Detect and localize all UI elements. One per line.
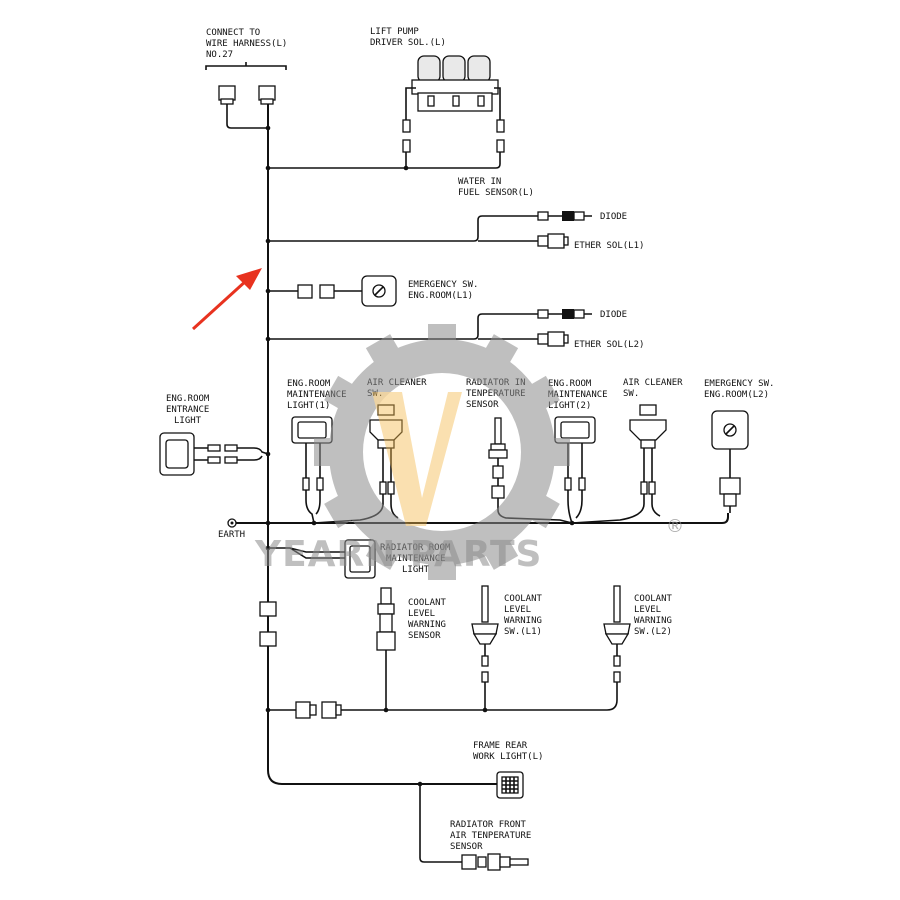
label-radroom-line3: LIGHT xyxy=(402,565,430,575)
label-emergency-1-line1: EMERGENCY SW. xyxy=(408,280,478,290)
label-frame-line2: WORK LIGHT(L) xyxy=(473,752,543,762)
label-ether-1: ETHER SOL(L1) xyxy=(574,241,644,251)
label-water-in-line1: WATER IN xyxy=(458,177,501,187)
coolant-level-switch-l2 xyxy=(603,585,631,645)
main-trunk-wire xyxy=(267,100,500,785)
watermark-gear-logo xyxy=(314,324,570,580)
label-radtemp-line3: SENSOR xyxy=(466,400,499,410)
annotation-arrow xyxy=(191,268,262,331)
label-cool-1-line4: SW.(L1) xyxy=(504,627,542,637)
label-coolant-line1: COOLANT xyxy=(408,598,447,608)
label-maint-2-line2: MAINTENANCE xyxy=(548,390,608,400)
watermark-accent-v xyxy=(372,392,462,526)
emergency-switch-l1 xyxy=(361,275,397,307)
annotation-arrow-shaft xyxy=(191,278,249,331)
air-cleaner-switch-2 xyxy=(629,404,667,449)
label-cool-1-line2: LEVEL xyxy=(504,605,531,615)
air-cleaner-switch-1 xyxy=(369,404,403,449)
label-maint-2-line3: LIGHT(2) xyxy=(548,401,591,411)
label-coolant-line4: SENSOR xyxy=(408,631,441,641)
label-cool-1-line3: WARNING xyxy=(504,616,542,626)
label-earth: EARTH xyxy=(218,530,245,540)
label-ether-2: ETHER SOL(L2) xyxy=(574,340,644,350)
label-cool-2-line3: WARNING xyxy=(634,616,672,626)
branch-connector-b xyxy=(321,701,337,719)
label-connect-line1: CONNECT TO xyxy=(206,28,260,38)
trunk-connector-lower xyxy=(259,631,277,647)
label-cool-2-line1: COOLANT xyxy=(634,594,673,604)
maintenance-light-2 xyxy=(554,416,596,444)
label-coolant-line3: WARNING xyxy=(408,620,446,630)
coolant-level-switch-l1 xyxy=(471,585,499,645)
label-lift-pump-line1: LIFT PUMP xyxy=(370,27,419,37)
label-cool-1-line1: COOLANT xyxy=(504,594,543,604)
ether-solenoid-l2 xyxy=(537,331,569,347)
lift-pump-driver-solenoid xyxy=(411,55,499,112)
label-air-2-line1: AIR CLEANER xyxy=(623,378,683,388)
annotation-arrow-head xyxy=(236,268,262,290)
watermark-registered: ® xyxy=(666,516,684,537)
label-connect-line3: NO.27 xyxy=(206,50,233,60)
label-cool-2-line4: SW.(L2) xyxy=(634,627,672,637)
label-cool-2-line2: LEVEL xyxy=(634,605,661,615)
label-maint-1-line2: MAINTENANCE xyxy=(287,390,347,400)
label-diode-1: DIODE xyxy=(600,212,627,222)
harness-connector-right xyxy=(258,85,276,105)
label-radfront-line1: RADIATOR FRONT xyxy=(450,820,526,830)
label-air-2-line2: SW. xyxy=(623,389,639,399)
label-entrance-line2: ENTRANCE xyxy=(166,405,209,415)
radiator-room-light xyxy=(344,539,376,579)
ether-solenoid-l1 xyxy=(537,233,569,249)
trunk-connector-upper xyxy=(259,601,277,617)
label-emergency-2-line2: ENG.ROOM(L2) xyxy=(704,390,769,400)
radiator-front-air-temperature-sensor xyxy=(461,853,529,871)
label-lift-pump-line2: DRIVER SOL.(L) xyxy=(370,38,446,48)
label-emergency-1-line2: ENG.ROOM(L1) xyxy=(408,291,473,301)
emergency-switch-l2 xyxy=(711,410,749,450)
watermark-gear-ring xyxy=(329,339,555,565)
harness-connector-left xyxy=(218,85,236,105)
diode-2 xyxy=(537,309,592,319)
label-maint-1-line3: LIGHT(1) xyxy=(287,401,330,411)
label-emergency-2-line1: EMERGENCY SW. xyxy=(704,379,774,389)
connector-bracket xyxy=(205,62,287,70)
label-radfront-line3: SENSOR xyxy=(450,842,483,852)
diode-1 xyxy=(537,211,592,221)
coolant-level-sensor xyxy=(376,587,396,651)
maintenance-light-1 xyxy=(291,416,333,444)
label-diode-2: DIODE xyxy=(600,310,627,320)
label-connect-line2: WIRE HARNESS(L) xyxy=(206,39,287,49)
emergency-l1-plug-b xyxy=(319,284,335,299)
label-coolant-line2: LEVEL xyxy=(408,609,435,619)
earth-bus-wire xyxy=(232,513,729,524)
label-water-in-line2: FUEL SENSOR(L) xyxy=(458,188,534,198)
label-entrance-line3: LIGHT xyxy=(174,416,202,426)
label-frame-line1: FRAME REAR xyxy=(473,741,528,751)
radiator-in-temperature-sensor xyxy=(488,417,508,459)
entrance-light xyxy=(159,432,195,476)
branch-connector-a xyxy=(295,701,311,719)
watermark-brand: YEARN PARTS xyxy=(254,534,542,575)
label-radfront-line2: AIR TENPERATURE xyxy=(450,831,531,841)
label-entrance-line1: ENG.ROOM xyxy=(166,394,210,404)
junction-dots xyxy=(265,125,575,787)
label-maint-2-line1: ENG.ROOM xyxy=(548,379,592,389)
emergency-l1-plug-a xyxy=(297,284,313,299)
frame-rear-work-light xyxy=(496,771,524,799)
label-maint-1-line1: ENG.ROOM xyxy=(287,379,331,389)
